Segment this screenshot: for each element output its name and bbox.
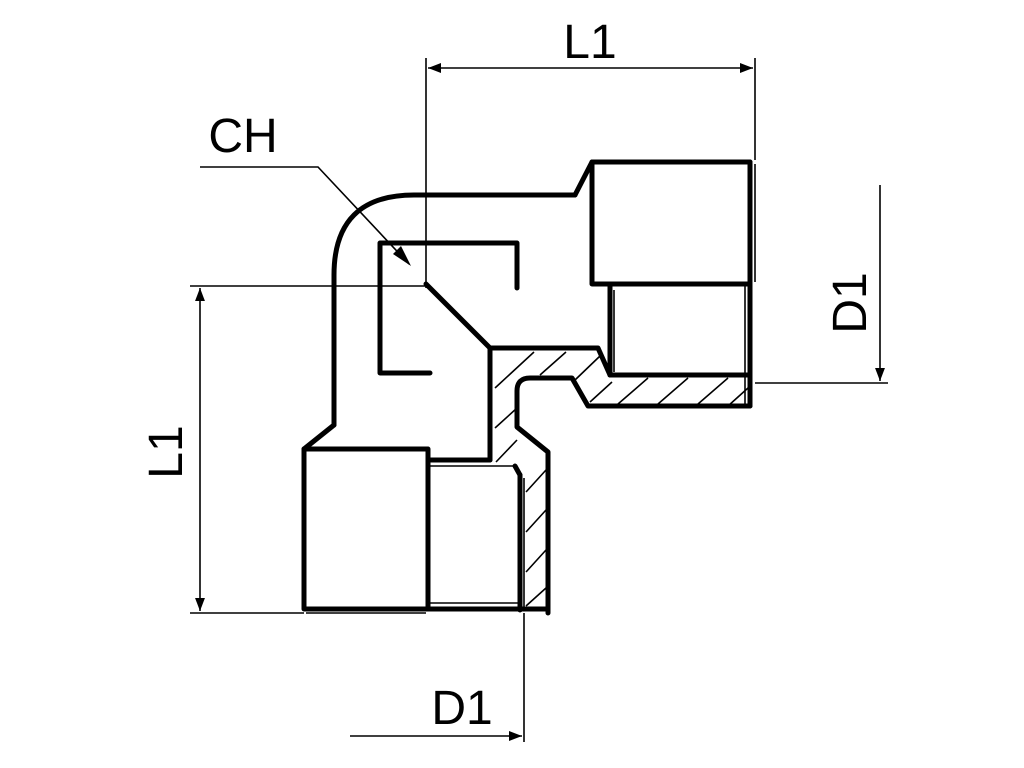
bottom-port-thread bbox=[425, 457, 551, 613]
elbow-body bbox=[301, 159, 595, 452]
right-diameter-dimension bbox=[755, 185, 888, 384]
bottom-diameter-dimension bbox=[350, 613, 525, 742]
left-length-dimension bbox=[190, 285, 426, 614]
hex-label: CH bbox=[208, 110, 277, 163]
right-hex-nut bbox=[589, 159, 756, 287]
right-diameter-label: D1 bbox=[824, 272, 877, 333]
inner-bore bbox=[377, 240, 520, 376]
right-port-section bbox=[487, 281, 753, 616]
bottom-diameter-label: D1 bbox=[431, 682, 492, 735]
top-length-label: L1 bbox=[563, 16, 616, 69]
bottom-hex-nut bbox=[301, 446, 431, 614]
hex-leader bbox=[200, 166, 411, 266]
section-hatching bbox=[494, 351, 749, 607]
left-length-label: L1 bbox=[140, 425, 193, 478]
top-length-dimension bbox=[425, 58, 756, 288]
